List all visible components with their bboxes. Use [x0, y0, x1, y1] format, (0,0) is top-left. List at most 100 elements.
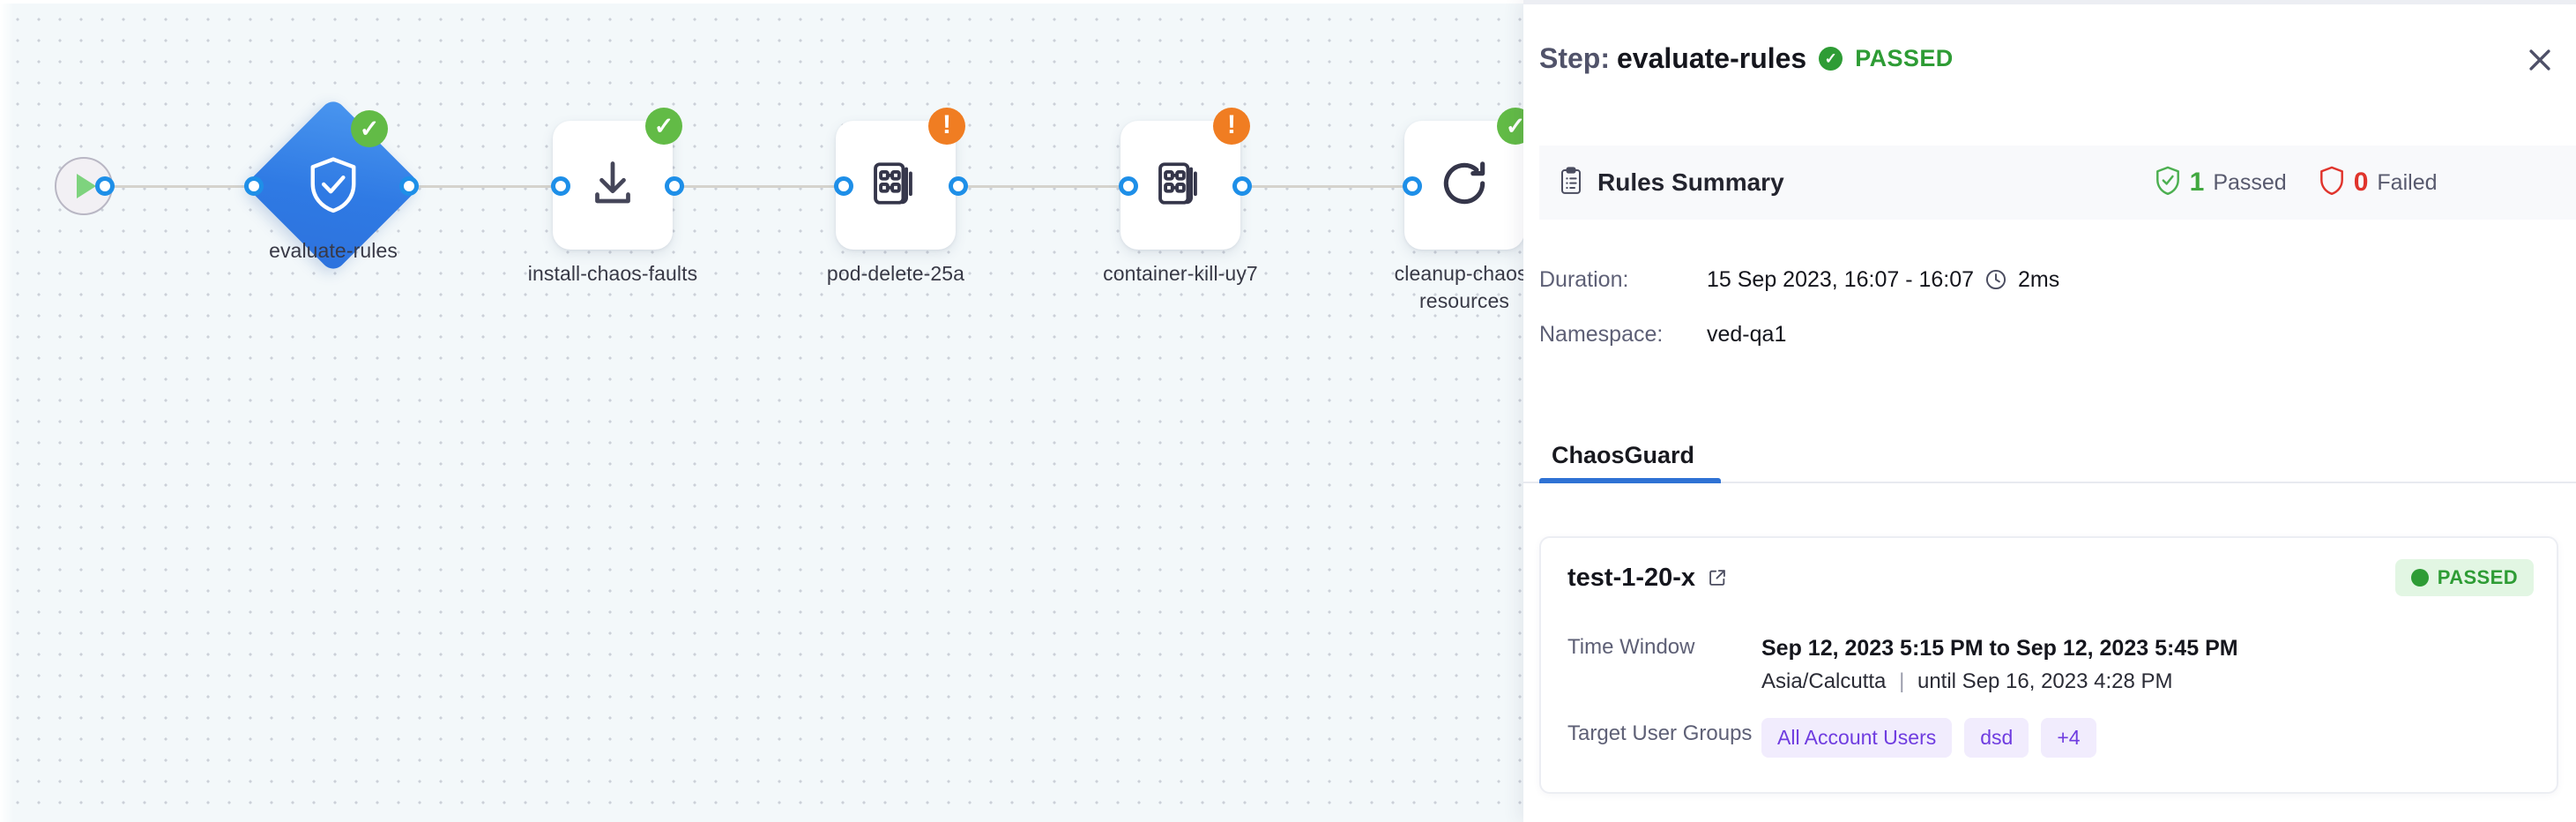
rules-summary-strip: Rules Summary 1 Passed	[1539, 146, 2576, 220]
connector-rail-1	[104, 185, 252, 188]
result-value-time-window: Sep 12, 2023 5:15 PM to Sep 12, 2023 5:4…	[1761, 631, 2238, 699]
port-pod-delete-out[interactable]	[949, 176, 968, 196]
meta-row-duration: Duration: 15 Sep 2023, 16:07 - 16:07 2ms	[1539, 252, 2509, 307]
result-name-text: test-1-20-x	[1567, 563, 1696, 592]
panel-top-border	[1523, 0, 2576, 4]
port-cleanup-in[interactable]	[1403, 176, 1422, 196]
rules-summary-title: Rules Summary	[1597, 168, 1784, 196]
rules-failed-label: Failed	[2377, 169, 2438, 195]
canvas-left-fade	[0, 0, 14, 822]
meta-key-duration: Duration:	[1539, 266, 1629, 292]
close-icon[interactable]	[2520, 40, 2560, 80]
node-evaluate-rules[interactable]: ✓ evaluate-rules	[244, 96, 422, 274]
step-prefix-label: Step:	[1539, 41, 1610, 74]
node-install-chaos-faults[interactable]: ✓ install-chaos-faults	[528, 108, 697, 285]
port-container-kill-in[interactable]	[1119, 176, 1138, 196]
rules-summary-stats: 1 Passed 0 Failed	[2155, 166, 2438, 200]
shield-icon	[2319, 166, 2345, 200]
panel-header: Step: evaluate-rules ✓ PASSED	[1523, 4, 2576, 112]
page-title: Step: evaluate-rules ✓ PASSED	[1539, 42, 1954, 75]
external-link-icon[interactable]	[1708, 568, 1727, 587]
result-key-target-user-groups: Target User Groups	[1567, 721, 1753, 745]
time-window-range: Sep 12, 2023 5:15 PM to Sep 12, 2023 5:4…	[1761, 636, 2238, 661]
shield-check-icon	[246, 98, 421, 273]
exclamation-glyph: !	[1227, 110, 1236, 139]
clipboard-icon	[1559, 166, 1583, 199]
status-badge: PASSED	[1855, 44, 1954, 71]
result-status-badge: PASSED	[2394, 559, 2534, 596]
duration-elapsed-text: 2ms	[2018, 266, 2060, 292]
rules-summary-left: Rules Summary	[1559, 166, 1784, 199]
download-icon	[586, 157, 639, 214]
namespace-text: ved-qa1	[1707, 321, 1787, 347]
result-row-time-window: Time Window Sep 12, 2023 5:15 PM to Sep …	[1567, 631, 2534, 699]
connector-rail-2	[409, 185, 561, 188]
meta-row-namespace: Namespace: ved-qa1	[1539, 307, 2509, 362]
result-card-rows: Time Window Sep 12, 2023 5:15 PM to Sep …	[1567, 631, 2534, 777]
rules-passed-label: Passed	[2213, 169, 2287, 195]
result-card-header: test-1-20-x PASSED	[1567, 559, 2534, 596]
meta-value-namespace: ved-qa1	[1707, 322, 1786, 347]
port-install-in[interactable]	[551, 176, 570, 196]
step-details-panel: Step: evaluate-rules ✓ PASSED	[1523, 0, 2576, 822]
node-label-evaluate-rules: evaluate-rules	[269, 239, 398, 262]
user-group-tag[interactable]: All Account Users	[1761, 718, 1953, 758]
tab-chaosguard[interactable]: ChaosGuard	[1552, 442, 1695, 468]
node-container-kill-uy7[interactable]: ! container-kill-uy7	[1103, 108, 1258, 285]
node-label-install-chaos-faults: install-chaos-faults	[527, 262, 698, 285]
result-name: test-1-20-x	[1567, 564, 1727, 593]
target-user-group-tags: All Account Users dsd +4	[1761, 718, 2096, 758]
port-pod-delete-in[interactable]	[834, 176, 853, 196]
connector-rail-5	[1234, 185, 1411, 188]
rules-passed-count: 1	[2189, 168, 2205, 197]
node-label-container-kill-uy7: container-kill-uy7	[1103, 262, 1258, 285]
status-dot-icon	[2410, 569, 2429, 587]
user-group-tag[interactable]: dsd	[1964, 718, 2029, 758]
port-evaluate-rules-out[interactable]	[399, 176, 419, 196]
time-window-timezone-line: Asia/Calcutta | until Sep 16, 2023 4:28 …	[1761, 665, 2238, 699]
node-card	[553, 121, 673, 250]
port-install-out[interactable]	[665, 176, 684, 196]
exclamation-glyph: !	[942, 110, 951, 139]
timezone-text: Asia/Calcutta	[1761, 669, 1887, 693]
tab-active-underline	[1539, 478, 1721, 483]
port-container-kill-out[interactable]	[1232, 176, 1252, 196]
status-bubble-warning: !	[928, 108, 965, 145]
divider: |	[1899, 669, 1905, 693]
connector-rail-4	[950, 185, 1127, 188]
rules-passed-stat: 1 Passed	[2155, 166, 2287, 200]
layers-icon	[1155, 158, 1206, 213]
user-group-tag-overflow[interactable]: +4	[2041, 718, 2096, 758]
result-status-text: PASSED	[2437, 566, 2518, 588]
panel-tabs: ChaosGuard	[1523, 418, 2576, 483]
until-text: until Sep 16, 2023 4:28 PM	[1917, 669, 2173, 693]
node-cleanup-chaos-resources[interactable]: ✓ cleanup-chaos-resources	[1395, 108, 1523, 312]
step-meta: Duration: 15 Sep 2023, 16:07 - 16:07 2ms…	[1539, 252, 2509, 362]
check-circle-icon: ✓	[1819, 46, 1843, 71]
status-bubble-passed: ✓	[351, 110, 388, 147]
port-start-out[interactable]	[95, 176, 115, 196]
node-card	[1404, 121, 1523, 250]
chaosguard-result-card: test-1-20-x PASSED Time Window	[1539, 536, 2558, 794]
rules-failed-count: 0	[2353, 168, 2369, 197]
check-glyph: ✓	[359, 115, 380, 142]
clock-icon	[1984, 268, 2007, 291]
meta-value-duration: 15 Sep 2023, 16:07 - 16:07 2ms	[1707, 267, 2059, 293]
rules-failed-stat: 0 Failed	[2319, 166, 2438, 200]
layers-icon	[870, 158, 921, 213]
play-icon	[77, 174, 96, 198]
pipeline-canvas[interactable]: ✓ evaluate-rules ✓ install-chaos-faults	[0, 0, 1523, 822]
node-card	[836, 121, 956, 250]
node-label-pod-delete-25a: pod-delete-25a	[826, 262, 965, 285]
port-evaluate-rules-in[interactable]	[244, 176, 264, 196]
shield-check-icon	[2155, 166, 2181, 200]
step-name-label: evaluate-rules	[1617, 41, 1807, 74]
node-pod-delete-25a[interactable]: ! pod-delete-25a	[827, 108, 965, 285]
duration-range-text: 15 Sep 2023, 16:07 - 16:07	[1707, 266, 1975, 292]
node-card	[1120, 121, 1240, 250]
result-key-time-window: Time Window	[1567, 635, 1695, 659]
node-label-cleanup-chaos-resources: cleanup-chaos-resources	[1394, 262, 1523, 312]
connector-rail-3	[666, 185, 843, 188]
status-bubble-passed: ✓	[1497, 108, 1523, 145]
